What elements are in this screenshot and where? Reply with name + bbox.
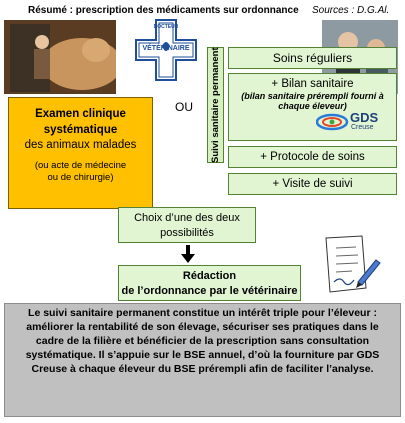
diagram-title: Résumé : prescription des médicaments su… bbox=[28, 5, 299, 16]
clinical-line-5: ou de chirurgie) bbox=[47, 171, 114, 183]
vet-logo-main-text: VÉTÉRINAIRE bbox=[142, 45, 190, 52]
gds-logo bbox=[315, 110, 378, 132]
sources-note: Sources : D.G.Al. bbox=[312, 5, 390, 16]
clinical-line-2: systématique bbox=[43, 123, 118, 136]
choice-line-1: Choix d’une des deux bbox=[134, 212, 240, 224]
health-check-note: (bilan sanitaire prérempli fourni à chaq… bbox=[241, 91, 384, 112]
clinical-line-4: (ou acte de médecine bbox=[34, 159, 127, 171]
summary-panel: Le suivi sanitaire permanent constitue u… bbox=[4, 303, 401, 417]
health-check-box: + Bilan sanitaire (bilan sanitaire prére… bbox=[228, 73, 397, 141]
down-arrow bbox=[181, 245, 195, 263]
follow-up-vertical-label: Suivi sanitaire permanent bbox=[210, 47, 221, 163]
clinical-line-3: des animaux malades bbox=[24, 139, 137, 152]
prescription-line-1: Rédaction bbox=[182, 270, 237, 282]
health-check-title: + Bilan sanitaire bbox=[271, 78, 354, 90]
vet-examining-cow-photo bbox=[4, 20, 116, 94]
or-label: OU bbox=[175, 100, 193, 114]
regular-care-box: Soins réguliers bbox=[228, 47, 397, 69]
follow-up-visit-box: + Visite de suivi bbox=[228, 173, 397, 195]
follow-up-bar bbox=[207, 47, 224, 163]
clinical-exam-box: Examen clinique systématique des animaux… bbox=[8, 97, 153, 209]
vet-logo-top-text: DOCTEUR bbox=[153, 24, 179, 30]
prescription-document-icon bbox=[318, 232, 386, 298]
prescription-box: Rédaction de l’ordonnance par le vétérin… bbox=[118, 265, 301, 301]
care-protocol-box: + Protocole de soins bbox=[228, 146, 397, 168]
prescription-line-2: de l’ordonnance par le vétérinaire bbox=[121, 285, 298, 297]
veterinarian-cross-logo bbox=[134, 18, 198, 82]
gds-name: GDS bbox=[350, 110, 379, 125]
choice-line-2: possibilités bbox=[160, 227, 214, 239]
choice-box: Choix d’une des deux possibilités bbox=[118, 207, 256, 243]
gds-sub: Creuse bbox=[351, 124, 374, 131]
clinical-line-1: Examen clinique bbox=[35, 108, 126, 120]
